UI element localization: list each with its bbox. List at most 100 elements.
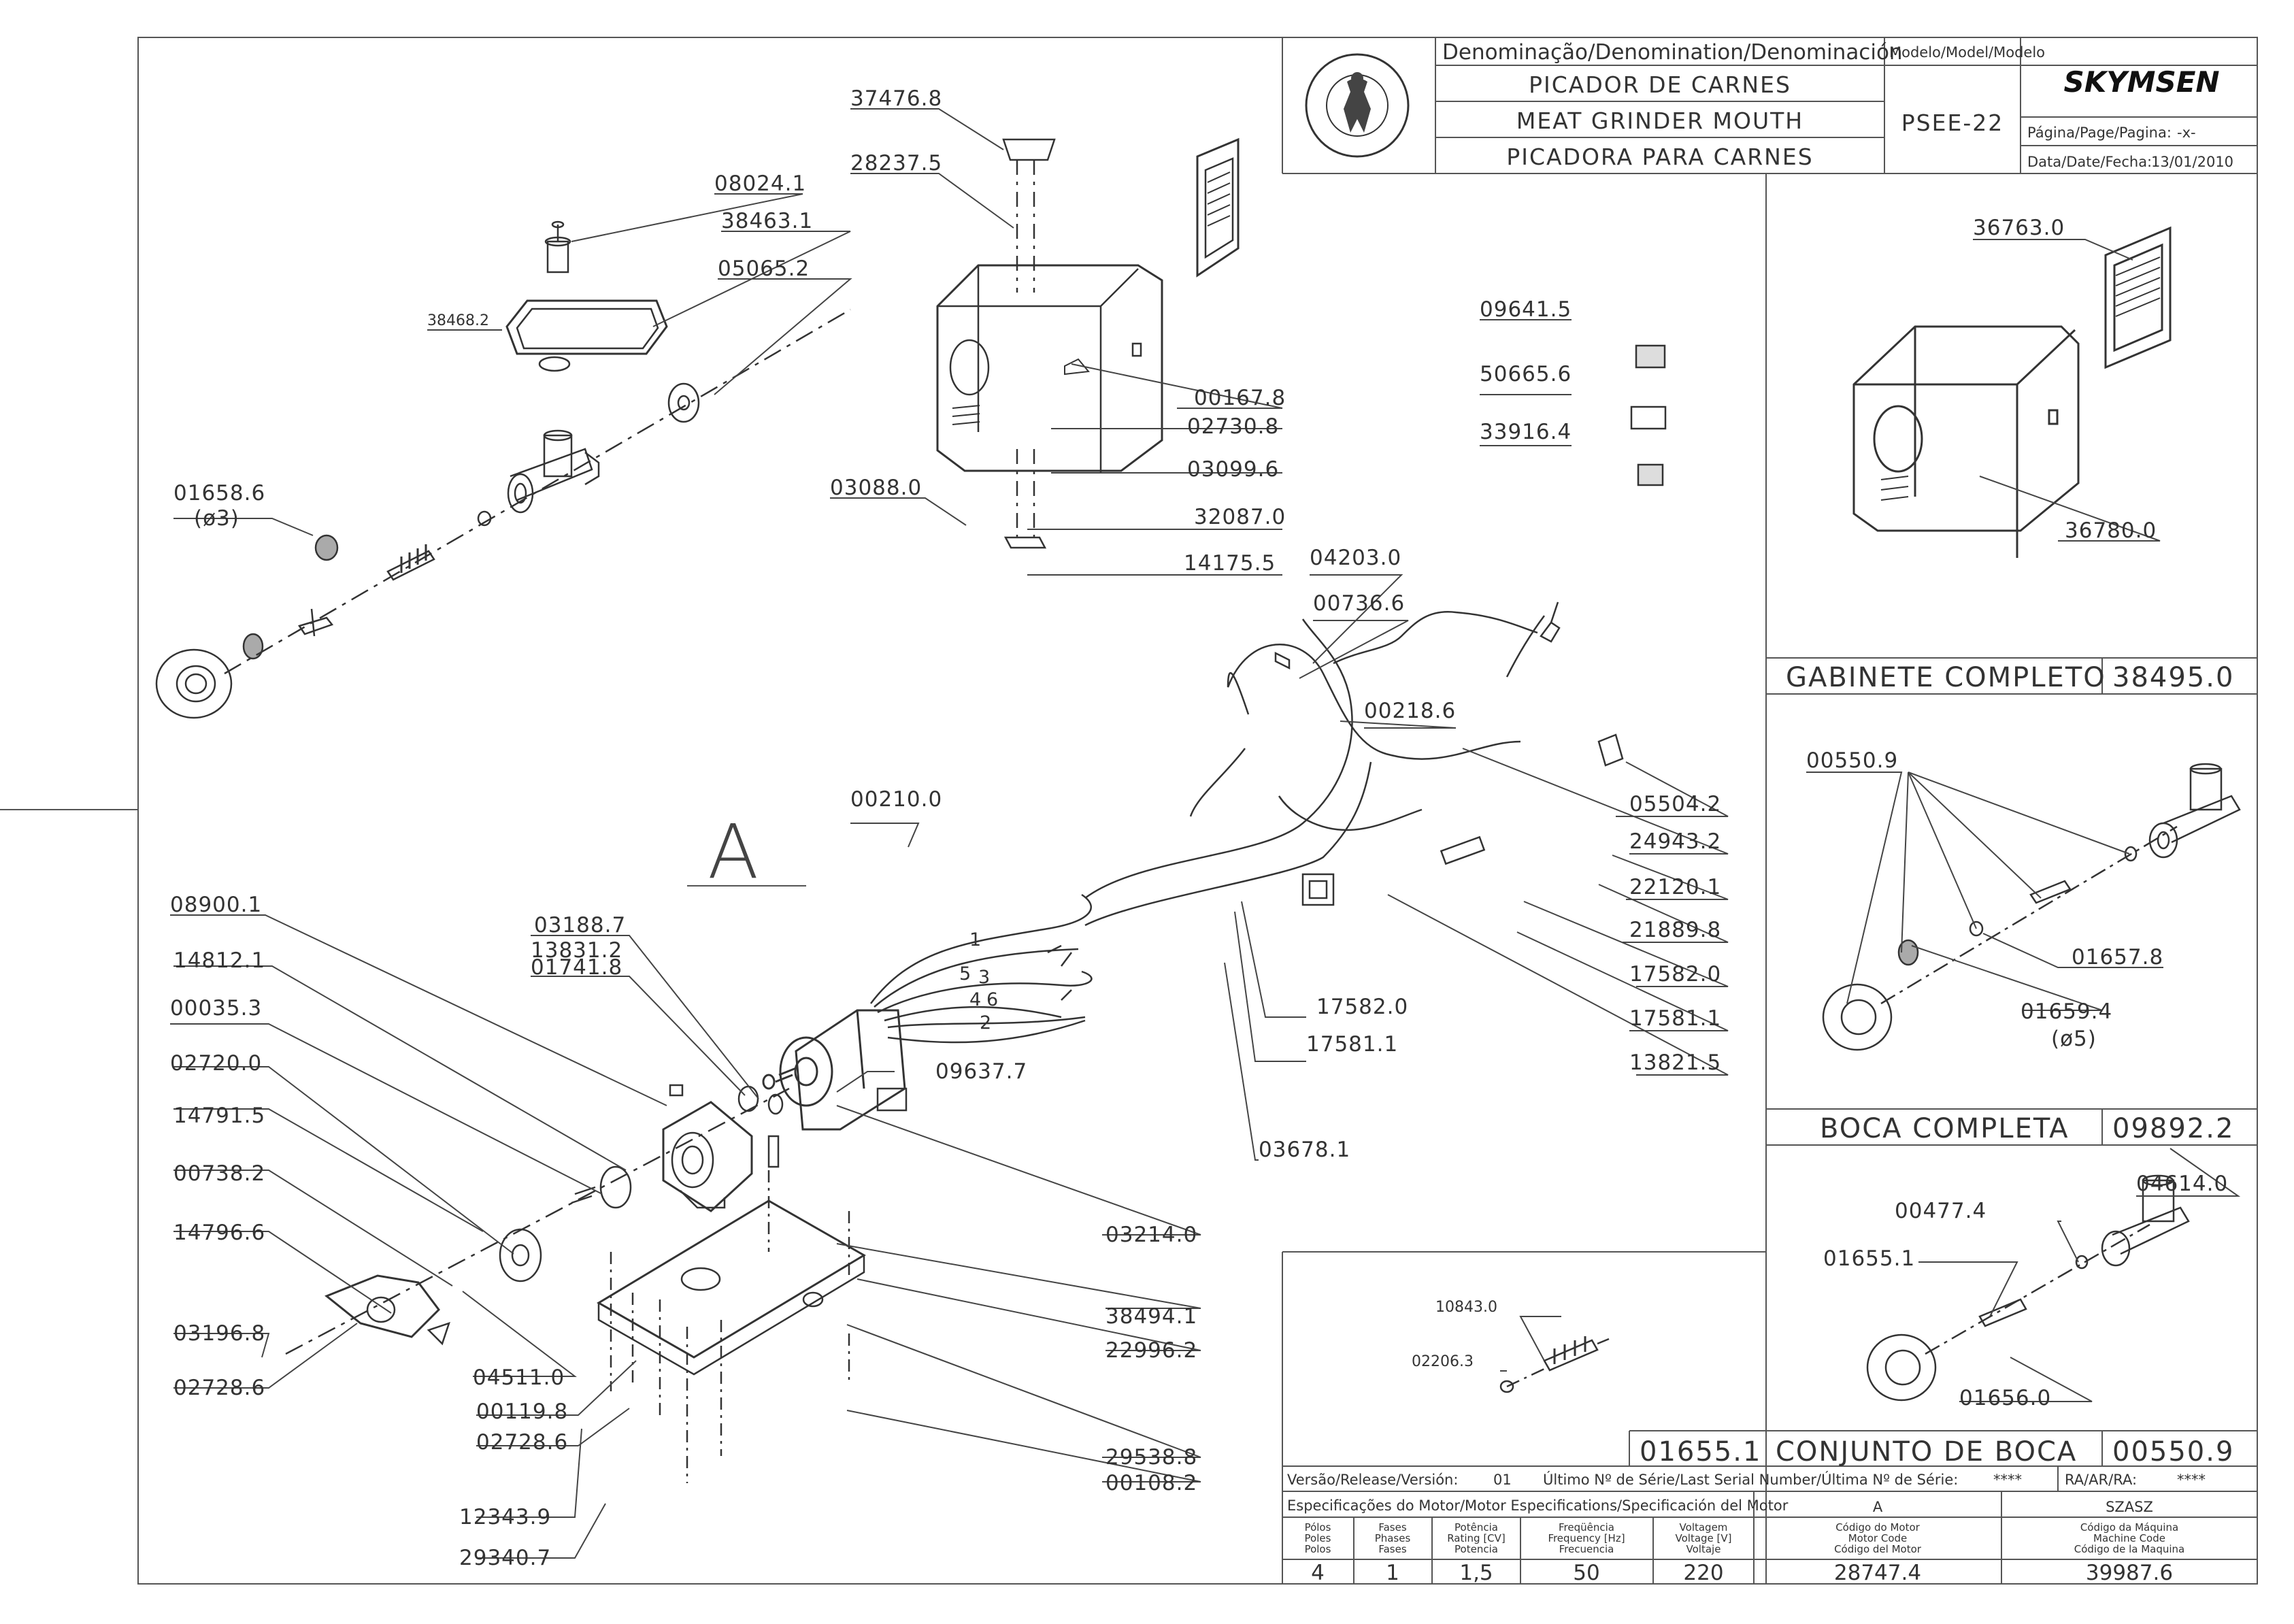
- label-14175: 14175.5: [1184, 551, 1276, 576]
- version-label: Versão/Release/Versión:: [1287, 1472, 1458, 1488]
- label-02720: 02720.0: [170, 1051, 262, 1076]
- serial-value: ****: [1993, 1472, 2022, 1488]
- label-01658-dia: (ø3): [194, 506, 239, 531]
- header-frequency: Freqüência: [1559, 1521, 1614, 1534]
- name-en: MEAT GRINDER MOUTH: [1516, 107, 1803, 134]
- date-label: Data/Date/Fecha:: [2027, 154, 2152, 170]
- label-17581-b: 17581.1: [1306, 1032, 1398, 1057]
- cabinet-complete: [1852, 226, 2172, 558]
- header-machine-code: Machine Code: [2093, 1532, 2165, 1544]
- wire-number: 4: [969, 989, 981, 1010]
- footer-table: Versão/Release/Versión: 01 Último Nº de …: [1287, 1471, 2206, 1585]
- mouth-assembly-kit: [1866, 1174, 2190, 1402]
- label-01659-dia: (ø5): [2051, 1027, 2097, 1051]
- base-plate: [597, 1135, 866, 1376]
- label-36763: 36763.0: [1973, 216, 2065, 240]
- date-value: 13/01/2010: [2151, 154, 2233, 170]
- header-machine-code: Código da Máquina: [2080, 1521, 2178, 1534]
- label-00167: 00167.8: [1194, 386, 1286, 410]
- wiring-harness: [1084, 601, 1624, 927]
- label-24943: 24943.2: [1629, 829, 1721, 854]
- label-29340: 29340.7: [459, 1546, 551, 1570]
- model-value: PSEE-22: [1901, 110, 2004, 136]
- label-03214: 03214.0: [1106, 1223, 1197, 1247]
- value-voltage: 220: [1683, 1561, 1723, 1585]
- label-03088: 03088.0: [830, 476, 922, 500]
- header-power: Rating [CV]: [1447, 1532, 1506, 1544]
- label-01656: 01656.0: [1959, 1386, 2051, 1410]
- name-pt: PICADOR DE CARNES: [1529, 71, 1791, 98]
- label-10843: 10843.0: [1435, 1299, 1497, 1316]
- header-machine-code: Código de la Maquina: [2074, 1543, 2184, 1555]
- label-13821: 13821.5: [1629, 1050, 1721, 1075]
- header-motor-code: Código do Motor: [1835, 1521, 1920, 1534]
- header-frequency: Frequency [Hz]: [1548, 1532, 1625, 1544]
- header-phases: Phases: [1375, 1532, 1411, 1544]
- label-02730: 02730.8: [1187, 414, 1279, 439]
- label-32087: 32087.0: [1194, 505, 1286, 529]
- wire-number: 3: [978, 967, 990, 988]
- page-label: Página/Page/Pagina:: [2027, 125, 2172, 141]
- motor-leads: [870, 893, 1093, 1044]
- header-motor-code: Motor Code: [1848, 1532, 1908, 1544]
- grinder-mouth-assembly: [155, 220, 851, 719]
- spec-values: 4 1 1,5 50 220 28747.4 39987.6: [1311, 1561, 2173, 1585]
- label-22996: 22996.2: [1106, 1338, 1197, 1363]
- label-38463: 38463.1: [721, 209, 813, 233]
- header-voltage: Voltagem: [1680, 1521, 1728, 1534]
- model-header: Modelo/Model/Modelo: [1889, 44, 2045, 61]
- wire-number: 5: [959, 963, 971, 984]
- gabinete-label: GABINETE COMPLETO: [1786, 662, 2106, 693]
- label-05065: 05065.2: [718, 256, 810, 281]
- label-13831: 13831.2: [531, 938, 622, 963]
- label-04203: 04203.0: [1310, 546, 1401, 570]
- name-es: PICADORA PARA CARNES: [1506, 144, 1813, 170]
- label-17582-a: 17582.0: [1629, 962, 1721, 987]
- ra-value: ****: [2177, 1472, 2206, 1488]
- label-03188: 03188.7: [534, 913, 626, 938]
- label-12343: 12343.9: [459, 1505, 551, 1529]
- label-17582-b: 17582.0: [1316, 995, 1408, 1019]
- label-38494: 38494.1: [1106, 1304, 1197, 1329]
- leader-lines: [170, 108, 2241, 1559]
- label-00119: 00119.8: [476, 1399, 568, 1424]
- value-frequency: 50: [1573, 1561, 1599, 1585]
- label-00218: 00218.6: [1364, 699, 1456, 723]
- boca-code: 09892.2: [2112, 1113, 2234, 1144]
- label-03678: 03678.1: [1259, 1138, 1350, 1162]
- conjunto-left-code: 01655.1: [1640, 1436, 1761, 1468]
- label-00736: 00736.6: [1313, 591, 1405, 616]
- title-block: Denominação/Denomination/Denominación PI…: [1305, 40, 2233, 170]
- label-14796: 14796.6: [173, 1221, 265, 1245]
- gearbox-housing: [285, 1084, 790, 1355]
- label-01657: 01657.8: [2072, 945, 2163, 970]
- label-04614: 04614.0: [2136, 1172, 2228, 1196]
- label-28237: 28237.5: [850, 151, 942, 176]
- label-09637: 09637.7: [935, 1059, 1027, 1084]
- label-00108: 00108.2: [1106, 1471, 1197, 1495]
- header-poles: Polos: [1305, 1543, 1331, 1555]
- motor-spec-label: Especificações do Motor/Motor Especifica…: [1287, 1497, 1789, 1514]
- motor-letter: A: [1873, 1499, 1883, 1515]
- column-headers: Pólos Poles Polos Fases Phases Fases Pot…: [1305, 1521, 2185, 1555]
- value-phases: 1: [1386, 1561, 1399, 1585]
- label-04511: 04511.0: [473, 1365, 565, 1390]
- label-00550: 00550.9: [1806, 748, 1898, 773]
- header-power: Potencia: [1454, 1543, 1498, 1555]
- part-drawings: [155, 137, 2241, 1483]
- wire-number: 6: [986, 989, 998, 1010]
- wire-numbers: 1 5 3 4 6 2: [959, 929, 998, 1033]
- header-phases: Fases: [1378, 1543, 1406, 1555]
- header-motor-code: Código del Motor: [1834, 1543, 1922, 1555]
- label-01741: 01741.8: [531, 955, 622, 980]
- serial-label: Último Nº de Série/Last Serial Number/Úl…: [1543, 1471, 1958, 1488]
- warning-stickers: [876, 344, 1667, 1112]
- label-05504: 05504.2: [1629, 792, 1721, 816]
- conjunto-code: 00550.9: [2112, 1436, 2234, 1468]
- label-50665: 50665.6: [1480, 362, 1572, 386]
- header-phases: Fases: [1378, 1521, 1406, 1534]
- label-01659: 01659.4: [2021, 999, 2112, 1024]
- drawing-frame: [0, 37, 2258, 1585]
- version-value: 01: [1493, 1472, 1512, 1488]
